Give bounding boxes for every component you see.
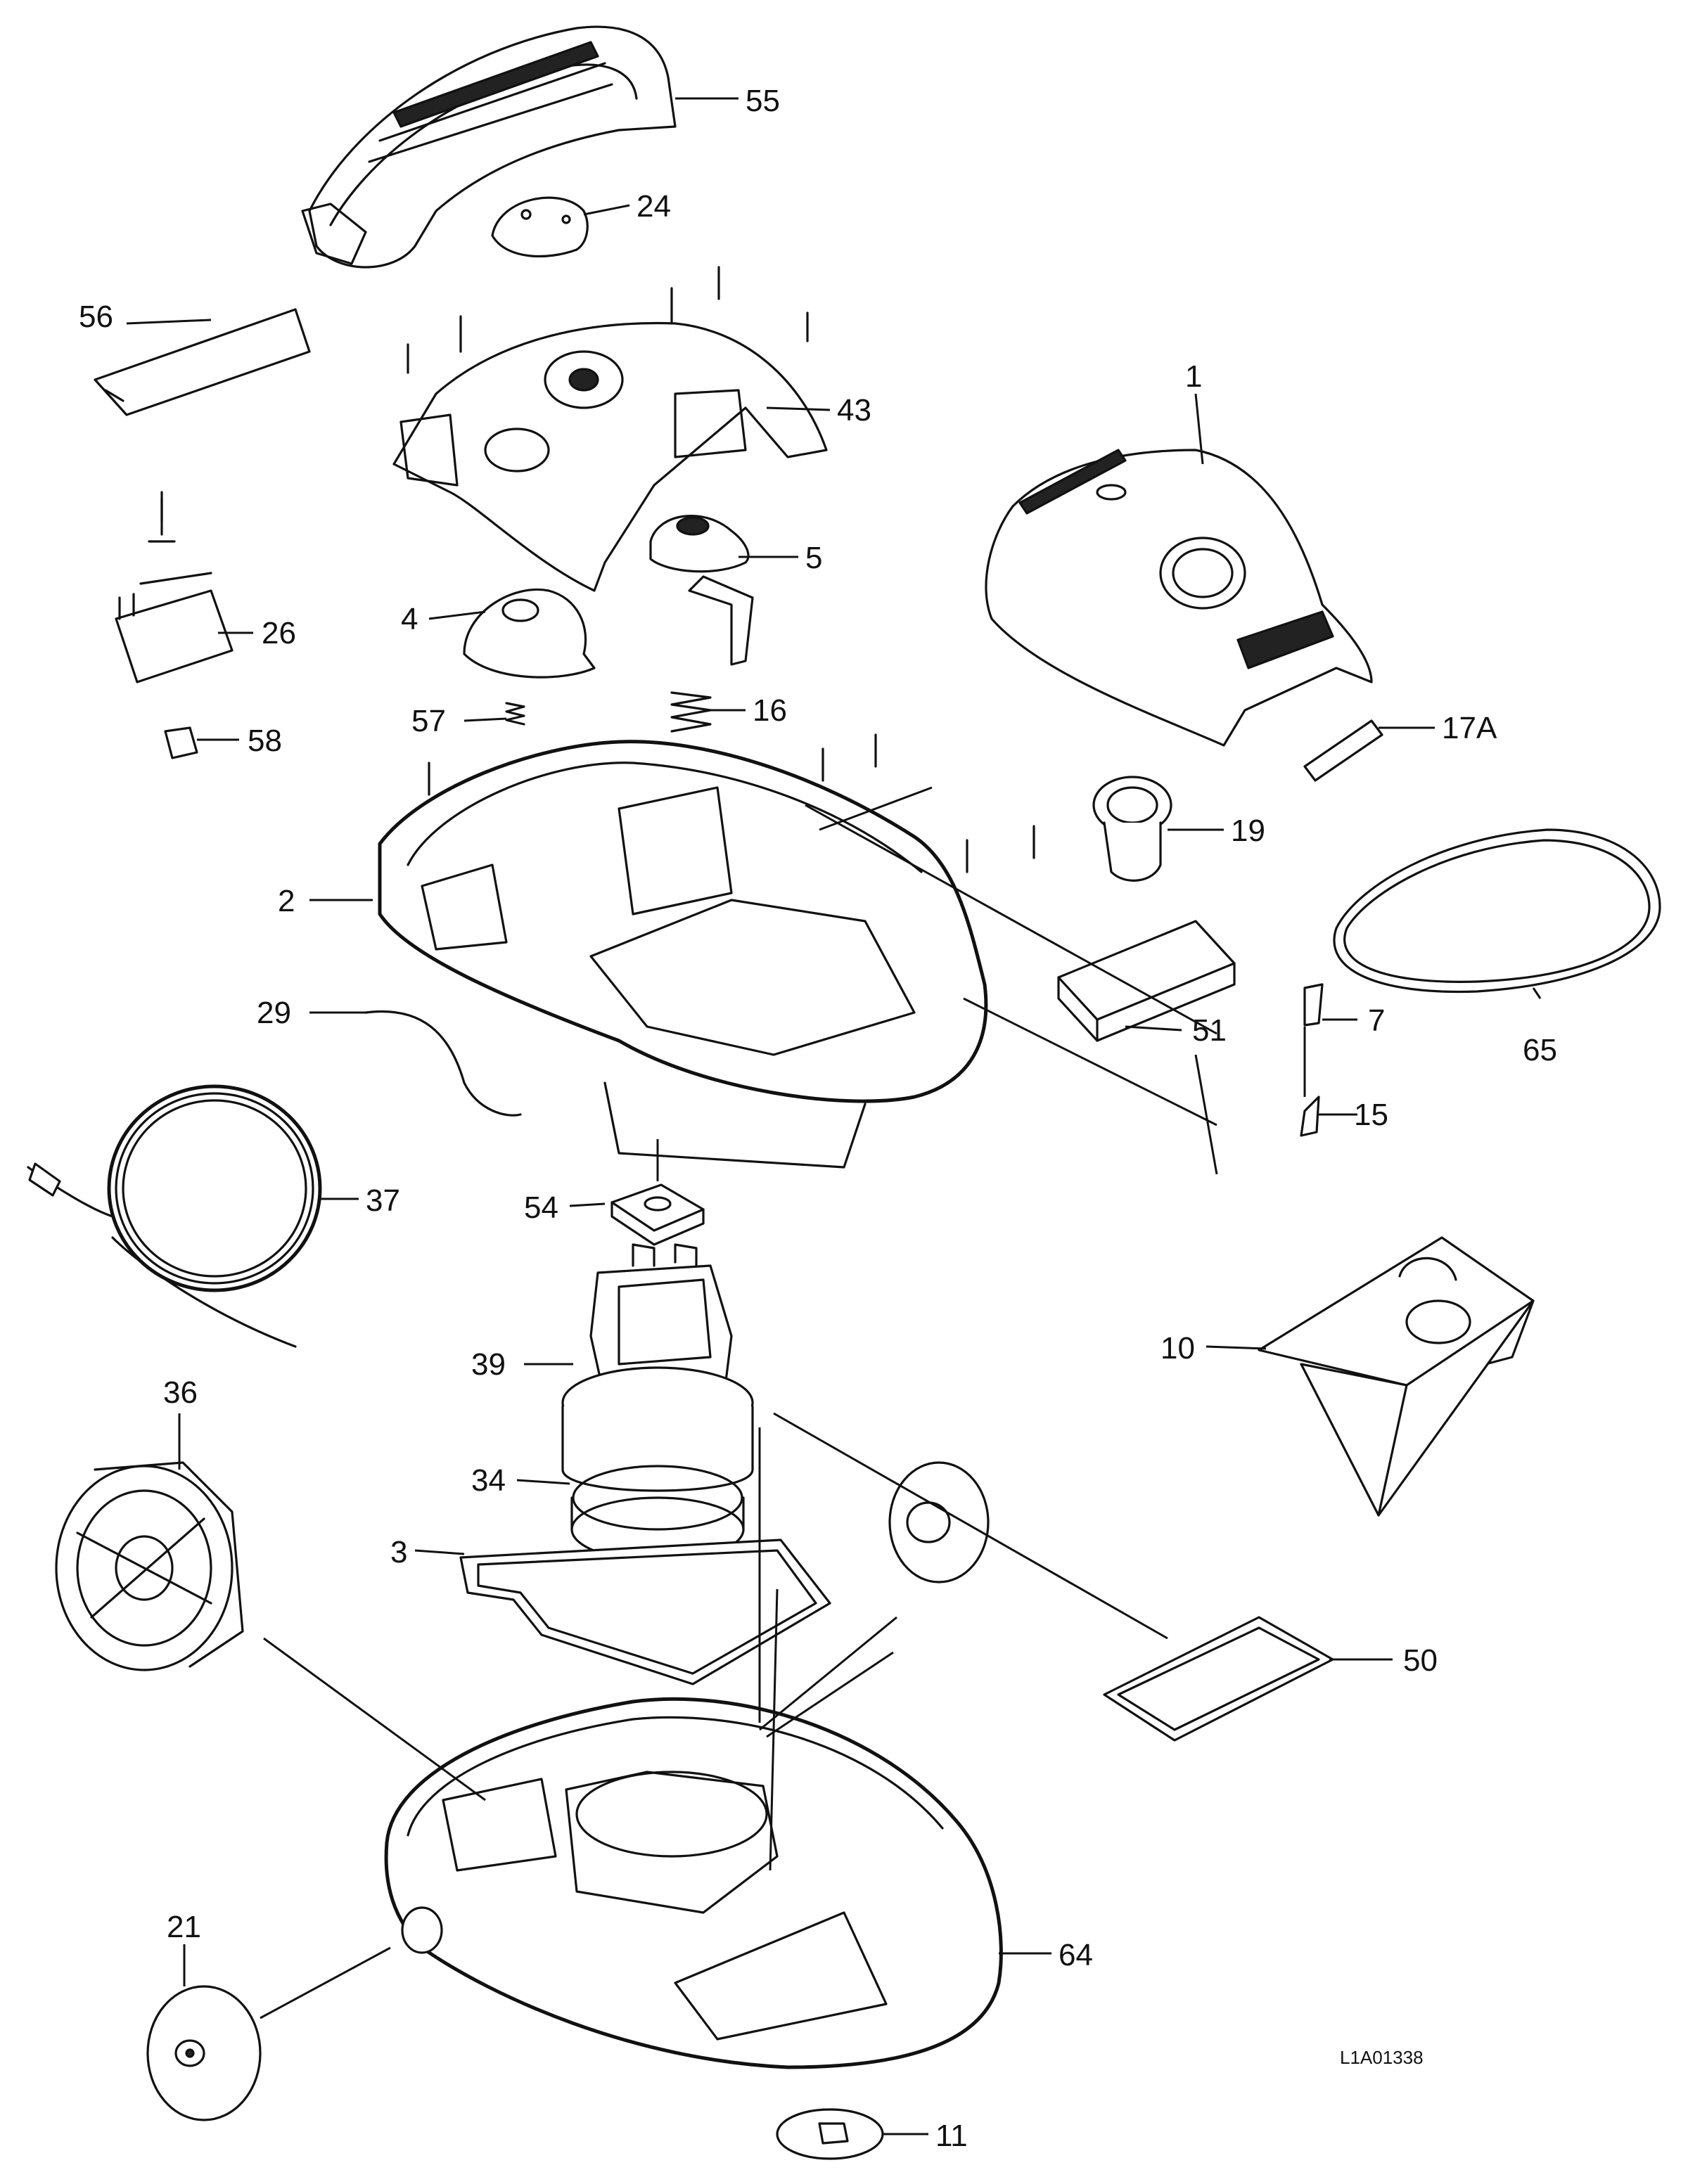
callout-11: 11 <box>935 2119 968 2153</box>
part-11-castor <box>776 2108 884 2160</box>
callout-43: 43 <box>837 393 871 428</box>
part-54-pad <box>610 1183 705 1246</box>
callout-29: 29 <box>257 996 291 1030</box>
callout-26: 26 <box>262 616 296 650</box>
callout-10: 10 <box>1160 1331 1195 1366</box>
part-16-spring <box>670 691 712 733</box>
part-55-top-cover <box>301 25 677 269</box>
part-7-latch <box>1303 983 1324 1027</box>
part-3-gasket <box>459 1539 831 1685</box>
part-58-block <box>164 726 198 759</box>
callout-37: 37 <box>366 1183 400 1218</box>
part-34-ring <box>561 1405 754 1562</box>
callout-19: 19 <box>1231 814 1265 848</box>
callout-50: 50 <box>1403 1643 1438 1678</box>
callout-3: 3 <box>390 1535 407 1569</box>
part-5-button <box>649 515 754 666</box>
part-2-chassis <box>378 740 988 1169</box>
part-37-cord <box>27 1084 322 1348</box>
callout-58: 58 <box>248 724 282 758</box>
callout-21: 21 <box>167 1910 201 1944</box>
callout-17a: 17A <box>1442 711 1497 745</box>
part-21-wheel <box>146 1985 262 2121</box>
callout-labels: 55 24 56 43 1 5 4 26 57 16 17A 58 19 2 6… <box>79 84 1557 2153</box>
part-43-upper-housing <box>392 321 828 592</box>
part-19-connector <box>1092 776 1172 882</box>
drawing-code: L1A01338 <box>1340 2047 1424 2068</box>
callout-36: 36 <box>163 1375 198 1410</box>
part-4-switch <box>463 589 596 679</box>
callout-56: 56 <box>79 300 113 334</box>
callout-65: 65 <box>1523 1033 1557 1067</box>
callout-16: 16 <box>753 693 787 728</box>
part-56-flap <box>94 308 311 416</box>
callout-39: 39 <box>471 1347 506 1382</box>
part-51-filter <box>1057 920 1236 1042</box>
part-10-dust-bag <box>1258 1236 1535 1517</box>
callout-54: 54 <box>524 1190 558 1225</box>
callout-57: 57 <box>411 704 446 738</box>
part-36-cord-reel <box>55 1461 244 1671</box>
part-29-tube <box>364 1010 522 1117</box>
part-57-spring <box>505 702 525 726</box>
callout-5: 5 <box>805 541 822 575</box>
part-26-pcb <box>115 498 234 683</box>
callout-15: 15 <box>1354 1098 1388 1132</box>
callout-64: 64 <box>1059 1938 1093 1972</box>
part-15-latch <box>1300 1096 1320 1137</box>
side-wheel <box>888 1461 990 1584</box>
screw-set-chassis <box>428 733 1035 873</box>
callout-4: 4 <box>401 602 418 636</box>
callout-55: 55 <box>746 84 780 118</box>
callout-51: 51 <box>1192 1013 1227 1048</box>
part-17a-pin <box>1303 719 1383 782</box>
callout-34: 34 <box>471 1463 506 1498</box>
part-24-cap <box>491 196 589 258</box>
part-1-lid <box>985 449 1373 747</box>
callout-2: 2 <box>278 884 295 918</box>
part-50-filter-frame <box>1103 1616 1334 1742</box>
callout-leaders <box>126 97 1542 2135</box>
callout-7: 7 <box>1368 1003 1385 1038</box>
callout-24: 24 <box>637 189 671 224</box>
alignment-lines <box>260 786 1306 2019</box>
part-65-seal <box>1333 828 1661 994</box>
part-64-lower-body <box>384 1697 1003 2069</box>
callout-1: 1 <box>1185 359 1202 394</box>
